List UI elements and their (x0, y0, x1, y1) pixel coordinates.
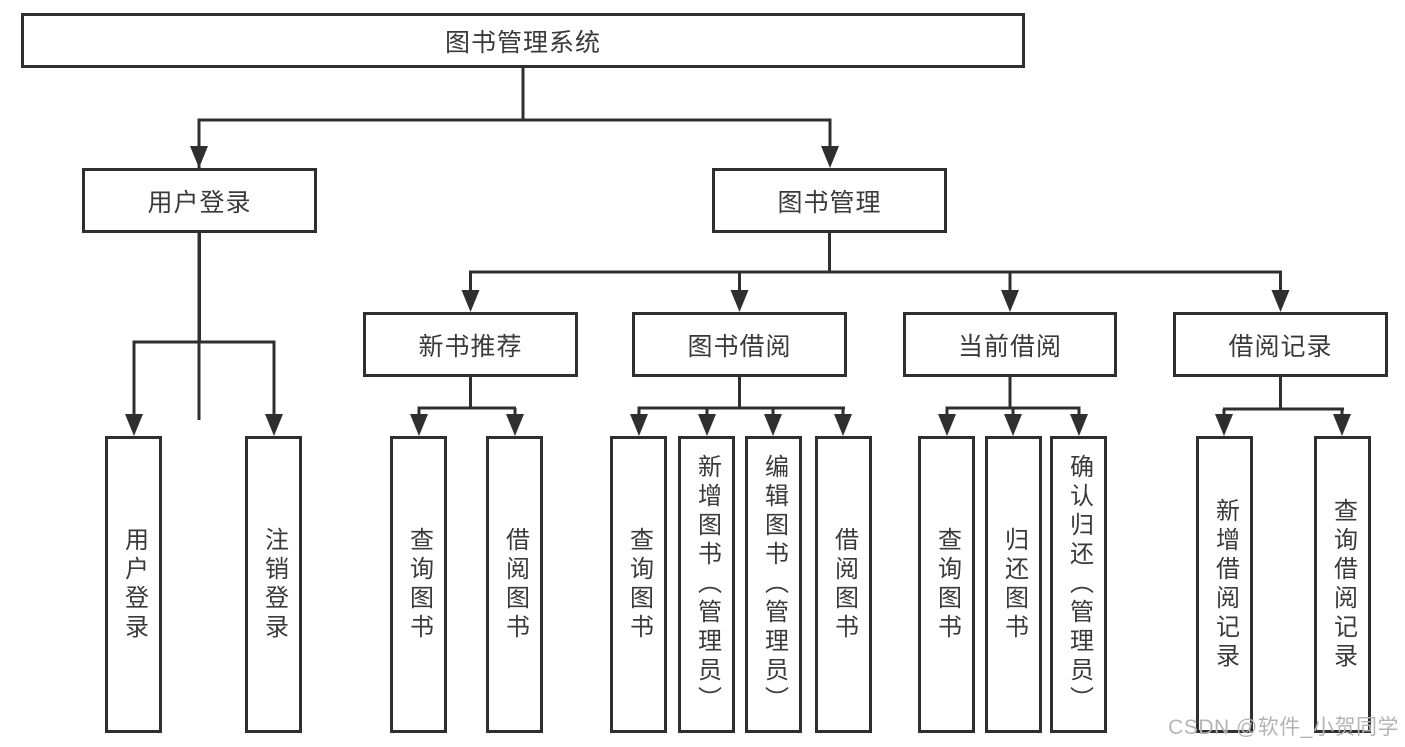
node-label: 注销登录 (260, 526, 288, 643)
leaf-borrow-query-books: 查询图书 (610, 436, 667, 733)
leaf-current-confirm-return-admin: 确认归还（管理员） (1050, 436, 1107, 733)
leaf-current-return-books: 归还图书 (985, 436, 1042, 733)
node-label: 用户登录 (147, 188, 252, 217)
node-label: 当前借阅 (957, 332, 1062, 361)
leaf-newrec-borrow-books: 借阅图书 (486, 436, 543, 733)
node-borrowing-records: 借阅记录 (1173, 312, 1388, 377)
leaf-current-query-books: 查询图书 (918, 436, 975, 733)
node-book-management: 图书管理 (712, 168, 947, 233)
node-label: 借阅图书 (501, 526, 529, 643)
node-new-book-recommendation: 新书推荐 (363, 312, 578, 377)
node-book-borrowing: 图书借阅 (632, 312, 847, 377)
node-label: 确认归还（管理员） (1065, 454, 1093, 715)
leaf-user-login: 用户登录 (105, 436, 162, 733)
leaf-records-add-record: 新增借阅记录 (1196, 436, 1253, 733)
leaf-newrec-query-books: 查询图书 (390, 436, 447, 733)
node-label: 新增图书（管理员） (693, 454, 721, 715)
leaf-records-query-record: 查询借阅记录 (1314, 436, 1371, 733)
leaf-borrow-add-books-admin: 新增图书（管理员） (678, 436, 735, 733)
node-label: 新书推荐 (418, 332, 523, 361)
node-label: 归还图书 (1000, 526, 1028, 643)
node-label: 借阅记录 (1228, 332, 1333, 361)
node-current-borrowing: 当前借阅 (903, 312, 1117, 377)
csdn-watermark: CSDN @软件_小贺同学 (1168, 716, 1399, 739)
node-library-management-system: 图书管理系统 (21, 13, 1025, 68)
node-label: 查询图书 (405, 526, 433, 643)
node-label: 查询借阅记录 (1329, 497, 1357, 672)
node-label: 图书管理 (777, 188, 882, 217)
node-label: 图书借阅 (687, 332, 792, 361)
leaf-logout: 注销登录 (245, 436, 302, 733)
node-user-login: 用户登录 (82, 168, 317, 233)
leaf-borrow-borrow-books: 借阅图书 (815, 436, 872, 733)
node-label: 图书管理系统 (444, 28, 601, 57)
leaf-borrow-edit-books-admin: 编辑图书（管理员） (745, 436, 802, 733)
node-label: 用户登录 (120, 526, 148, 643)
node-label: 编辑图书（管理员） (760, 454, 788, 715)
node-label: 借阅图书 (830, 526, 858, 643)
node-label: 新增借阅记录 (1211, 497, 1239, 672)
node-label: 查询图书 (933, 526, 961, 643)
node-label: 查询图书 (625, 526, 653, 643)
